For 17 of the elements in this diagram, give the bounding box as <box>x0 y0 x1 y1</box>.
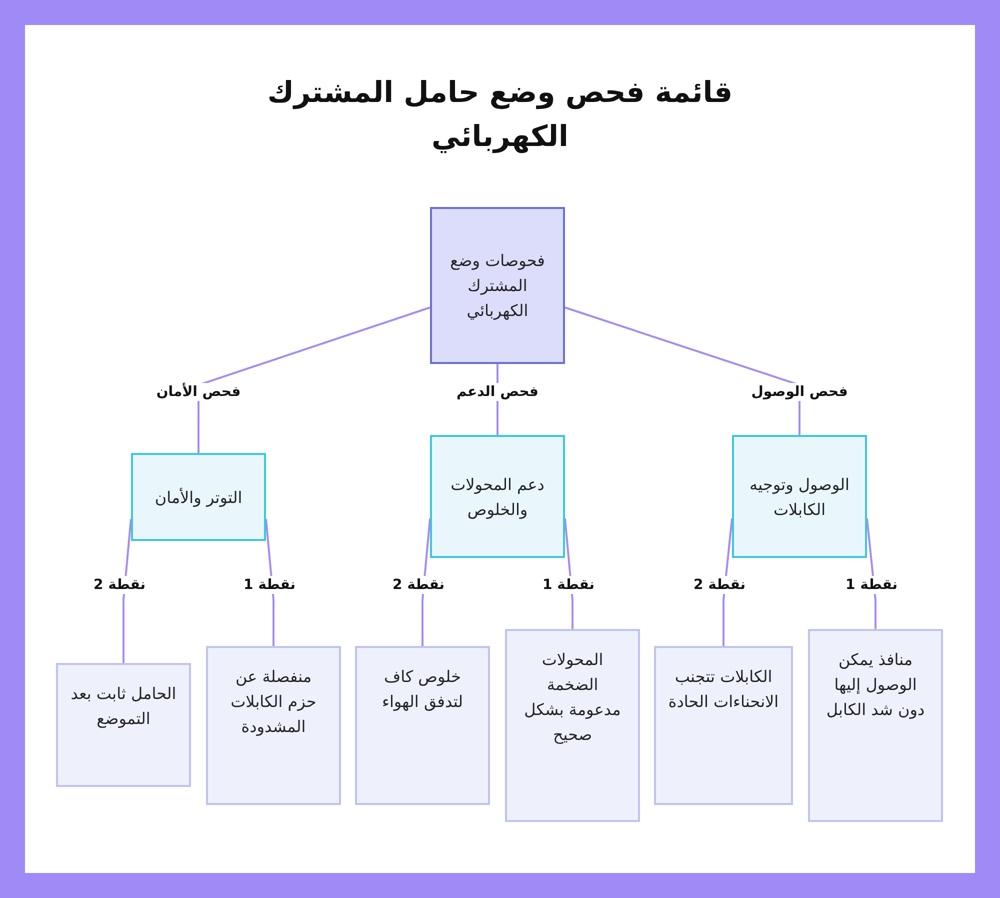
checklist-box: المحولات الضخمة مدعومة بشكل صحيح <box>505 629 640 822</box>
category-box: دعم المحولات والخلوص <box>430 435 565 558</box>
connector-line <box>564 306 800 435</box>
checklist-box: منفصلة عن حزم الكابلات المشدودة <box>206 646 341 805</box>
connector-line <box>198 306 430 453</box>
connector-line <box>722 518 733 646</box>
connector-line <box>265 518 274 646</box>
connector-line <box>122 518 132 663</box>
category-box: الوصول وتوجيه الكابلات <box>732 435 867 558</box>
category-box: التوتر والأمان <box>131 453 266 541</box>
root-box: فحوصات وضع المشترك الكهربائي <box>430 207 565 364</box>
checklist-box: منافذ يمكن الوصول إليها دون شد الكابل <box>808 629 943 822</box>
checklist-box: الكابلات تتجنب الانحناءات الحادة <box>654 646 793 805</box>
checklist-box: خلوص كاف لتدفق الهواء <box>355 646 490 805</box>
title: قائمة فحص وضع حامل المشترك الكهربائي <box>266 74 734 156</box>
checklist-box: الحامل ثابت بعد التموضع <box>56 663 191 787</box>
connector-line <box>422 518 431 646</box>
